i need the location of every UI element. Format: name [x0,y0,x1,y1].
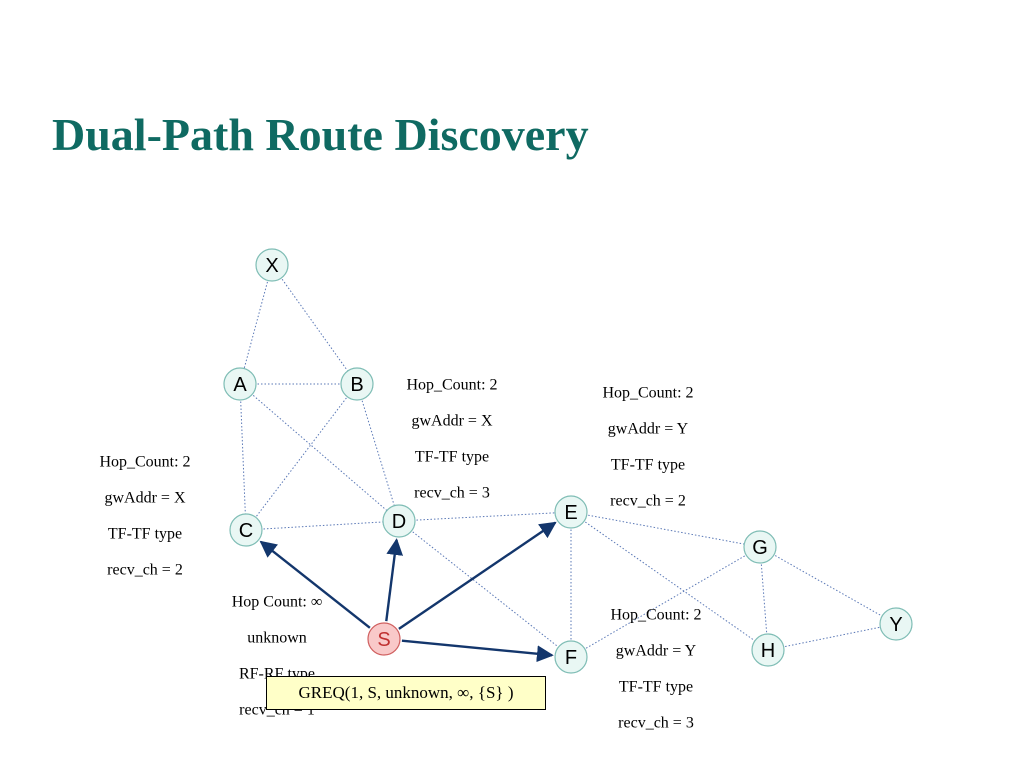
node-label: A [233,374,247,396]
info-line: TF-TF type [415,449,489,466]
link-d-e [398,511,572,522]
node-label: F [565,647,577,669]
node-circle [879,607,913,641]
link-x-b [271,264,358,385]
links-layer [239,264,897,658]
arrow-s-e [398,521,557,630]
node-h: H [751,633,785,667]
slide-title: Dual-Path Route Discovery [52,109,589,160]
node-c: C [229,513,263,547]
greq-message-box: GREQ(1, S, unknown, ∞, {S} ) [266,676,546,710]
link-a-c [239,383,247,531]
node-label: X [265,255,278,277]
arrow-s-d [385,538,404,622]
link-h-y [767,623,897,651]
node-circle [255,248,289,282]
arrows-layer [259,521,557,663]
node-circle [367,622,401,656]
node-b: B [340,367,374,401]
link-b-c [245,383,358,531]
link-d-f [398,520,572,658]
node-label: G [752,537,768,559]
node-e: E [554,495,588,529]
info-block-c: Hop_Count: 2 gwAddr = X TF-TF type recv_ch … [99,454,190,579]
link-c-d [245,520,400,531]
info-line: recv_ch = 3 [618,715,694,732]
node-label: C [239,520,253,542]
arrow-s-c [259,540,371,629]
info-line: gwAddr = Y [616,643,697,660]
node-s: S [367,622,401,656]
link-e-h [570,511,769,651]
link-g-y [759,546,897,625]
info-line: recv_ch = 3 [414,485,490,502]
node-circle [751,633,785,667]
node-a: A [223,367,257,401]
node-circle [340,367,374,401]
node-circle [223,367,257,401]
info-block-d: Hop_Count: 2 gwAddr = X TF-TF type recv_ch … [406,377,497,502]
info-line: TF-TF type [611,457,685,474]
nodes-layer: X A B C D E S F G H Y [223,248,913,674]
node-f: F [554,640,588,674]
node-circle [743,530,777,564]
info-line: Hop Count: ∞ [232,594,323,611]
node-g: G [743,530,777,564]
node-circle [554,640,588,674]
info-line: Hop_Count: 2 [610,607,701,624]
node-circle [229,513,263,547]
info-line: recv_ch = 2 [107,562,183,579]
info-line: recv_ch = 2 [610,493,686,510]
link-x-a [239,264,273,385]
link-b-d [356,383,400,522]
node-circle [382,504,416,538]
link-f-g [570,546,761,658]
info-line: TF-TF type [108,526,182,543]
node-d: D [382,504,416,538]
node-x: X [255,248,289,282]
info-line: Hop_Count: 2 [406,377,497,394]
link-a-d [239,383,400,522]
info-line: Hop_Count: 2 [99,454,190,471]
node-label: S [377,629,390,651]
info-line: gwAddr = X [411,413,492,430]
arrow-s-f [401,639,554,663]
info-line: unknown [247,630,307,647]
node-label: E [564,502,577,524]
info-line: TF-TF type [619,679,693,696]
node-label: B [350,374,363,396]
node-circle [554,495,588,529]
link-e-g [570,511,761,548]
info-block-f: Hop_Count: 2 gwAddr = Y TF-TF type recv_ch … [610,607,701,732]
info-block-e: Hop_Count: 2 gwAddr = Y TF-TF type recv_ch … [602,385,693,510]
node-y: Y [879,607,913,641]
info-line: gwAddr = X [104,490,185,507]
node-label: Y [889,614,902,636]
node-label: D [392,511,406,533]
node-label: H [761,640,775,662]
info-line: gwAddr = Y [608,421,689,438]
info-line: Hop_Count: 2 [602,385,693,402]
